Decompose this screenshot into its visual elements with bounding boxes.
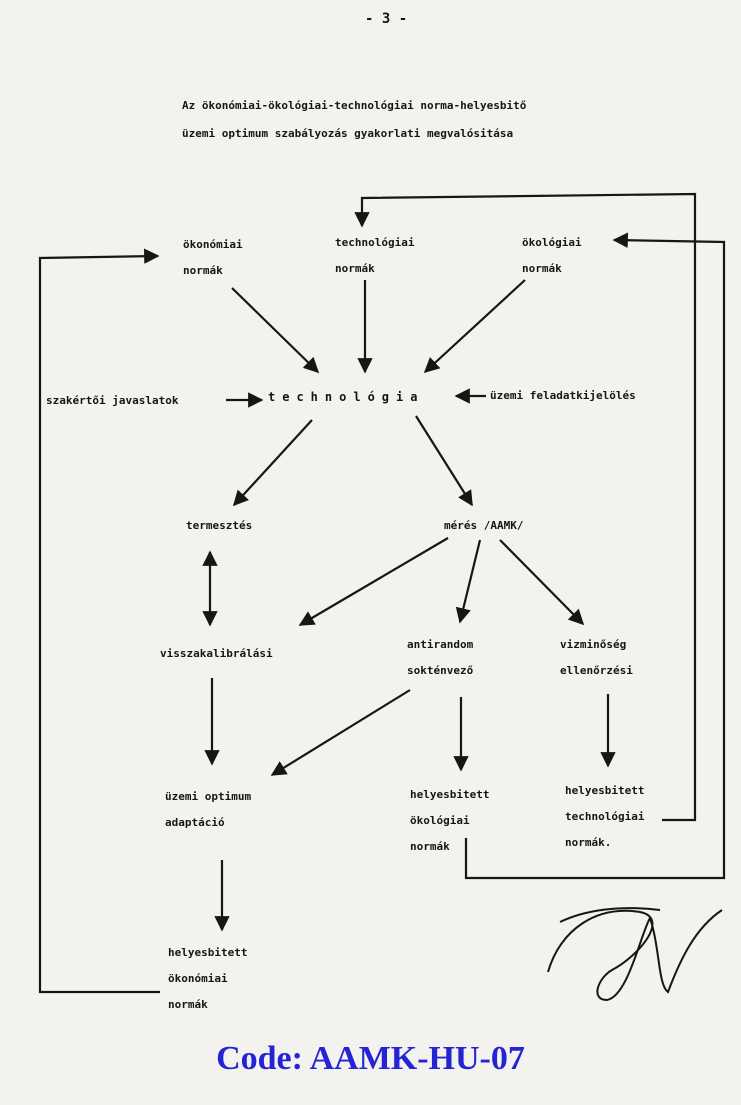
arrow-meres-to-visszakalibralasi	[298, 537, 449, 626]
code-label: Code: AAMK-HU-07	[216, 1040, 525, 1077]
feedback-okonomiai-loop	[38, 248, 160, 994]
title-line-1: Az ökonómiai-ökológiai-technológiai norm…	[182, 99, 527, 112]
page-number: - 3 -	[365, 11, 408, 27]
node-meres-aamk: mérés /AAMK/	[444, 519, 524, 532]
node-technologia: technológia	[268, 390, 425, 404]
arrow-technologia-to-meres	[415, 415, 473, 507]
node-szakertoi-javaslatok: szakértői javaslatok	[46, 394, 179, 407]
arrow-technologia-to-termesztes	[232, 419, 313, 507]
feedback-technologiai-loop	[354, 192, 697, 822]
arrow-meres-to-antirandom	[455, 539, 482, 624]
arrow-okologiai-to-technologia	[423, 279, 526, 374]
node-termesztes: termesztés	[186, 519, 253, 532]
arrow-antirandom-to-uzemi	[270, 689, 411, 776]
signature	[547, 907, 723, 1002]
arrow-meres-to-vizminoseg	[499, 539, 585, 626]
title-line-2: üzemi optimum szabályozás gyakorlati meg…	[182, 127, 514, 140]
feedback-okologiai-loop	[464, 232, 726, 880]
node-uzemi-feladatkijeloles: üzemi feladatkijelölés	[490, 389, 636, 402]
arrow-okonomiai-to-technologia	[231, 287, 320, 374]
node-visszakalibralasi: visszakalibrálási	[160, 647, 273, 660]
